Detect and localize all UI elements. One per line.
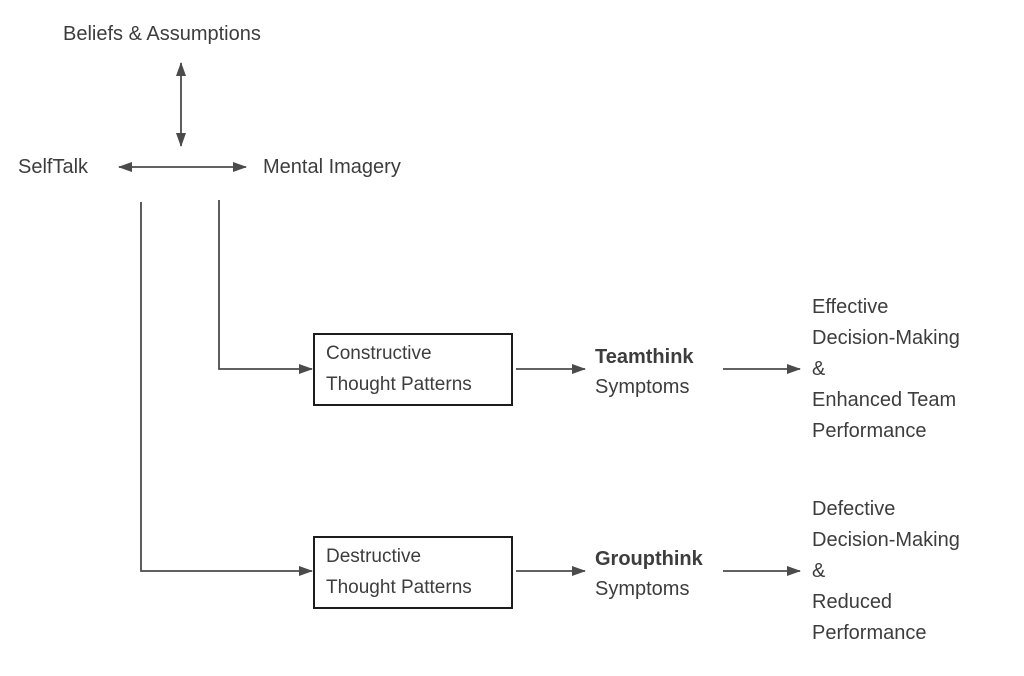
effective-outcome-label: Effective Decision-Making & Enhanced Tea…	[812, 292, 960, 447]
defective-outcome-label: Defective Decision-Making & Reduced Perf…	[812, 494, 960, 649]
destructive-box-line1: Destructive	[326, 546, 422, 567]
defective-outcome-line: Decision-Making	[812, 529, 960, 551]
teamthink-subtitle: Symptoms	[595, 376, 690, 398]
effective-outcome-line: Enhanced Team	[812, 389, 957, 411]
beliefs-assumptions-label: Beliefs & Assumptions	[63, 23, 261, 45]
defective-outcome-line: Performance	[812, 622, 927, 644]
defective-outcome-line: Reduced	[812, 591, 893, 613]
constructive-box-line1: Constructive	[326, 343, 432, 364]
mental-imagery-label: Mental Imagery	[263, 156, 401, 178]
destructive-box-line2: Thought Patterns	[326, 577, 472, 598]
connector-selftalk-to-destructive	[140, 202, 313, 576]
groupthink-title: Groupthink	[595, 548, 703, 570]
connector-imagery-to-constructive	[218, 200, 313, 374]
groupthink-subtitle: Symptoms	[595, 578, 690, 600]
teamthink-title: Teamthink	[595, 346, 694, 368]
effective-outcome-line: Effective	[812, 296, 889, 318]
effective-outcome-line: Performance	[812, 420, 927, 442]
selftalk-label: SelfTalk	[18, 156, 89, 178]
constructive-thought-patterns-box: Constructive Thought Patterns	[313, 333, 513, 406]
effective-outcome-line: Decision-Making	[812, 327, 960, 349]
defective-outcome-line: Defective	[812, 498, 896, 520]
effective-outcome-line: &	[812, 358, 826, 380]
destructive-thought-patterns-box: Destructive Thought Patterns	[313, 536, 513, 609]
constructive-box-line2: Thought Patterns	[326, 374, 472, 395]
teamthink-symptoms-label: Teamthink Symptoms	[595, 342, 694, 402]
groupthink-symptoms-label: Groupthink Symptoms	[595, 544, 703, 604]
defective-outcome-line: &	[812, 560, 826, 582]
